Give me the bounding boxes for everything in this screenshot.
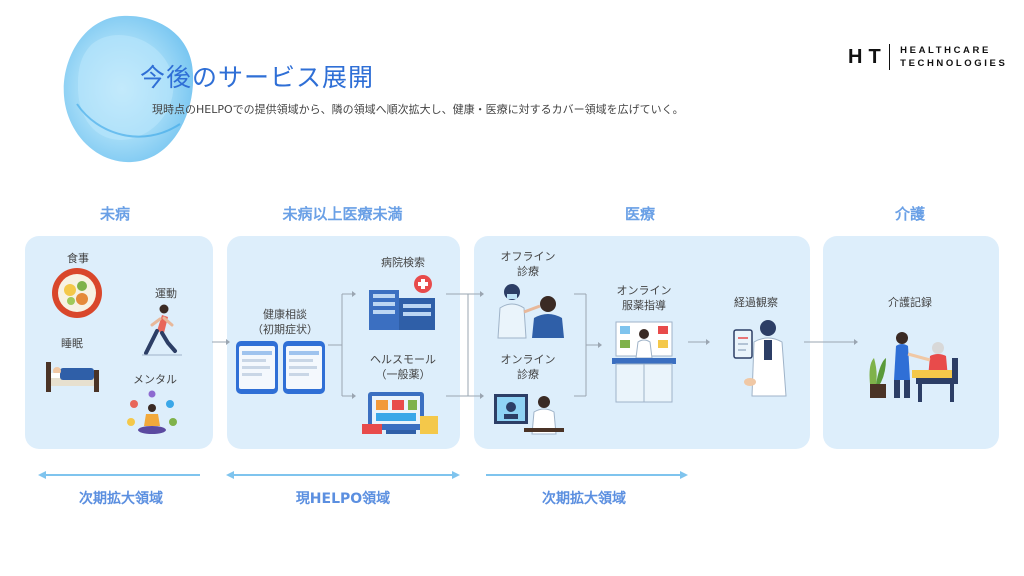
category-mibyou: 未病	[99, 205, 130, 223]
page-title: 今後のサービス展開	[140, 63, 375, 92]
sleep-label: 睡眠	[61, 337, 83, 350]
runner-icon	[142, 304, 182, 356]
logo-divider	[888, 44, 891, 70]
arrow-right-icon-2	[688, 339, 710, 345]
meal-label: 食事	[67, 252, 89, 265]
pharma-guidance-line1: オンライン	[616, 284, 672, 297]
panel-mibyou	[25, 236, 213, 449]
logo-line-2: TECHNOLOGIES	[900, 58, 1008, 69]
health-mall-label-line2: （一般薬）	[375, 368, 431, 381]
smartphone-app-icon	[236, 341, 325, 394]
pharma-guidance-line2: 服薬指導	[622, 299, 666, 312]
health-mall-label: ヘルスモール （一般薬）	[358, 352, 448, 382]
doctor-clipboard-icon	[733, 320, 787, 397]
care-record-label: 介護記録	[888, 296, 932, 309]
caregiver-icon	[869, 332, 958, 402]
pharma-guidance-label: オンライン 服薬指導	[606, 283, 682, 313]
label-current-helpo: 現HELPO領域	[295, 491, 391, 507]
category-medical: 医療	[624, 205, 655, 223]
offline-consult-line1: オフライン	[500, 250, 556, 263]
range-line-helpo	[230, 474, 456, 476]
pharmacy-counter-icon	[612, 321, 676, 403]
arrow-right-icon	[212, 339, 230, 345]
hospital-building-icon	[369, 275, 435, 330]
doctor-patient-icon	[497, 284, 564, 339]
meditation-icon	[127, 390, 177, 434]
label-next-expansion-left: 次期拡大領域	[79, 491, 163, 507]
label-next-expansion-right: 次期拡大領域	[542, 491, 626, 507]
arrow-right-icon-3	[804, 339, 858, 345]
hospital-search-label: 病院検索	[381, 256, 425, 269]
arrowhead-right-icon-2	[680, 471, 688, 479]
offline-consult-line2: 診療	[517, 265, 539, 278]
consult-label: 健康相談 （初期症状）	[245, 307, 325, 337]
logo-mark: HT	[848, 45, 887, 68]
merge-connector-2	[574, 293, 602, 397]
sleeping-bed-icon	[46, 362, 99, 392]
mental-label: メンタル	[133, 373, 177, 386]
meal-bowl-icon	[52, 268, 102, 318]
online-consult-line1: オンライン	[500, 353, 556, 366]
online-mall-icon	[362, 392, 438, 434]
arrowhead-left-icon	[38, 471, 46, 479]
health-mall-label-line1: ヘルスモール	[370, 353, 436, 366]
watercolor-blob-decoration	[63, 15, 194, 163]
range-line-next-left	[42, 474, 200, 476]
online-consult-label: オンライン 診療	[490, 352, 566, 382]
category-helpo: 未病以上医療未満	[282, 205, 403, 223]
page-subtitle: 現時点のHELPOでの提供領域から、隣の領域へ順次拡大し、健康・医療に対するカバ…	[152, 103, 684, 116]
merge-connector	[446, 291, 484, 399]
followup-label: 経過観察	[734, 296, 778, 309]
logo-wordmark: HEALTHCARE TECHNOLOGIES	[900, 44, 1007, 70]
consult-label-line2: （初期症状）	[252, 323, 318, 336]
offline-consult-label: オフライン 診療	[490, 249, 566, 279]
company-logo: HT HEALTHCARE TECHNOLOGIES	[848, 40, 1007, 74]
online-consult-line2: 診療	[517, 368, 539, 381]
logo-line-1: HEALTHCARE	[900, 45, 991, 56]
arrowhead-right-icon	[452, 471, 460, 479]
category-care: 介護	[894, 205, 925, 223]
range-line-next-right	[486, 474, 682, 476]
exercise-label: 運動	[155, 287, 177, 300]
arrowhead-left-icon-2	[226, 471, 234, 479]
branch-connector	[328, 291, 356, 399]
telemedicine-icon	[494, 394, 564, 435]
consult-label-line1: 健康相談	[263, 308, 307, 321]
